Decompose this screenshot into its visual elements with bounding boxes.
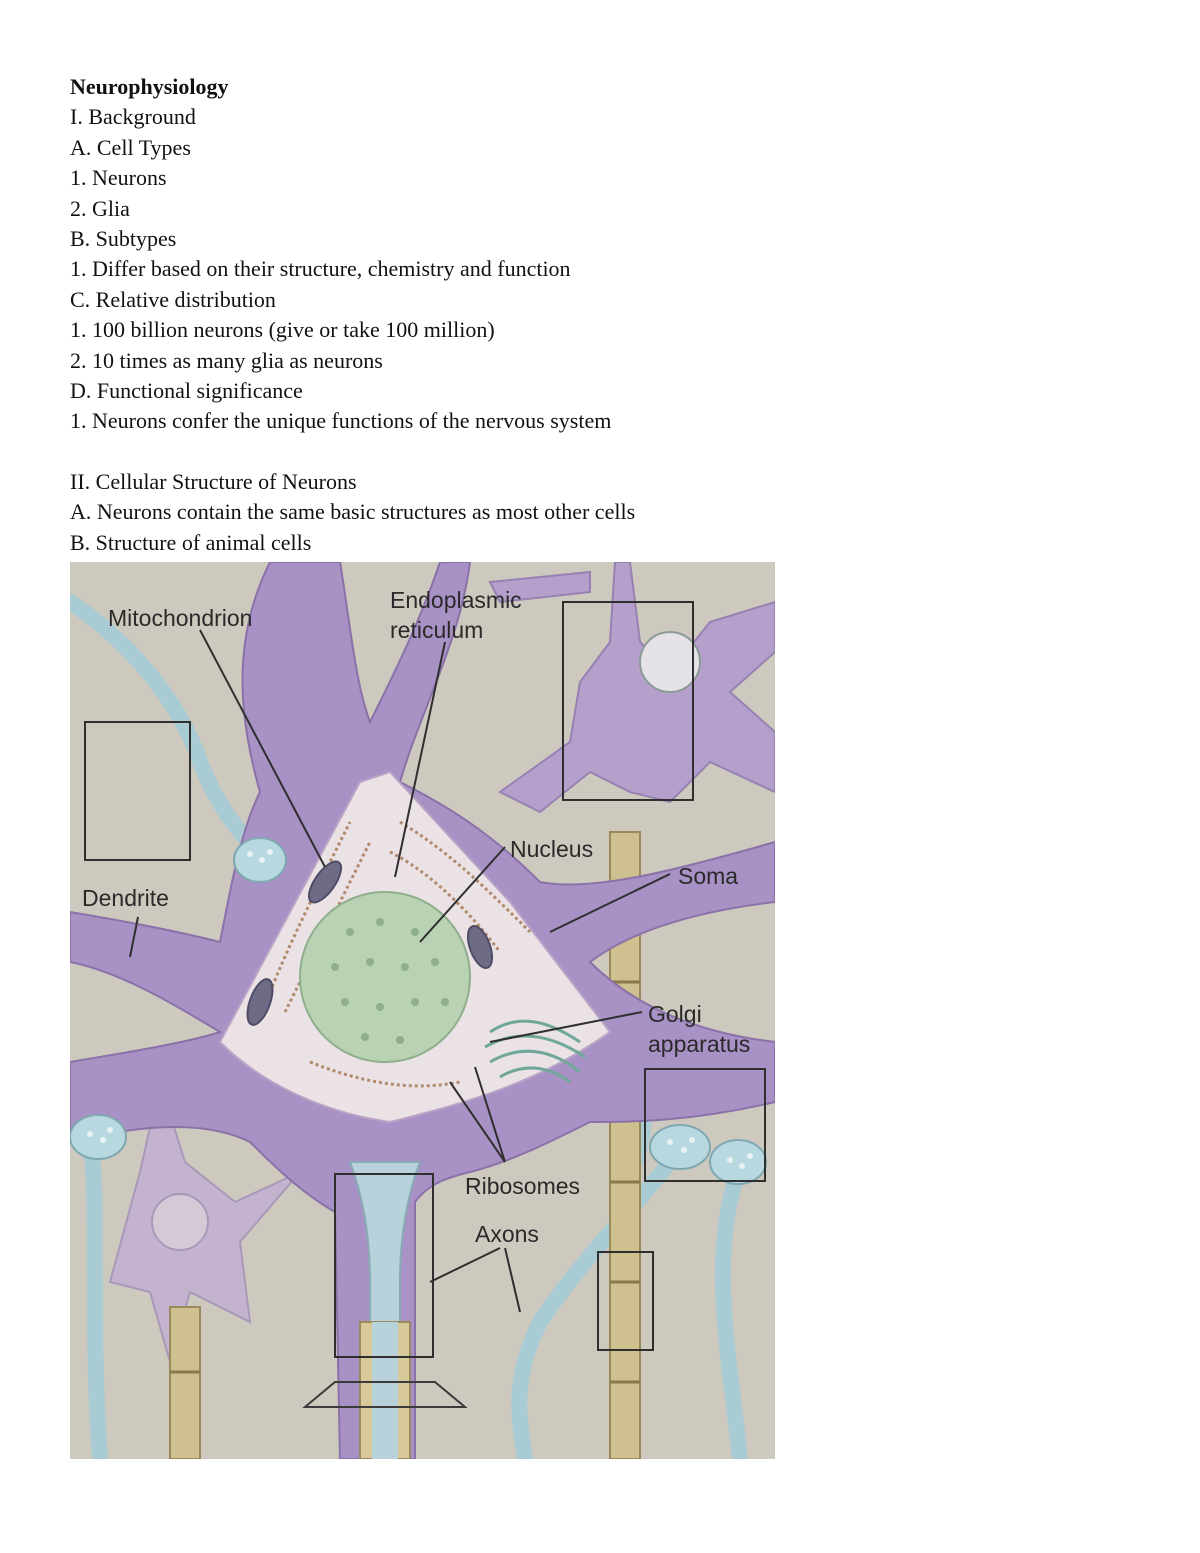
neuron-illustration: Mitochondrion Endoplasmic reticulum Nucl… <box>70 562 775 1459</box>
section-heading: II. Cellular Structure of Neurons <box>70 467 1130 497</box>
label-nucleus: Nucleus <box>510 836 593 862</box>
paragraph-gap <box>70 437 1130 467</box>
label-dendrite: Dendrite <box>82 885 169 911</box>
outline-line: B. Structure of animal cells <box>70 528 1130 558</box>
outline-line: A. Neurons contain the same basic struct… <box>70 497 1130 527</box>
outline-line: 1. Differ based on their structure, chem… <box>70 254 1130 284</box>
outline-line: 2. 10 times as many glia as neurons <box>70 346 1130 376</box>
label-golgi: Golgi <box>648 1001 702 1027</box>
myelinated-axon-lower-left <box>170 1307 200 1459</box>
outline-line: D. Functional significance <box>70 376 1130 406</box>
outline-line: 1. 100 billion neurons (give or take 100… <box>70 315 1130 345</box>
label-endoplasmic: Endoplasmic <box>390 587 522 613</box>
label-reticulum: reticulum <box>390 617 483 643</box>
label-axons: Axons <box>475 1221 539 1247</box>
outline-line: 1. Neurons <box>70 163 1130 193</box>
outline-line: B. Subtypes <box>70 224 1130 254</box>
outline-line: A. Cell Types <box>70 133 1130 163</box>
outline-line: C. Relative distribution <box>70 285 1130 315</box>
outline-line: I. Background <box>70 102 1130 132</box>
document-body: Neurophysiology I. Background A. Cell Ty… <box>70 72 1130 558</box>
outline-line: 1. Neurons confer the unique functions o… <box>70 406 1130 436</box>
label-mitochondrion: Mitochondrion <box>108 605 252 631</box>
neuron-diagram: Mitochondrion Endoplasmic reticulum Nucl… <box>70 562 775 1459</box>
label-ribosomes: Ribosomes <box>465 1173 580 1199</box>
label-apparatus: apparatus <box>648 1031 750 1057</box>
label-soma: Soma <box>678 863 738 889</box>
document-title: Neurophysiology <box>70 72 1130 102</box>
nucleus <box>300 892 470 1062</box>
outline-line: 2. Glia <box>70 194 1130 224</box>
